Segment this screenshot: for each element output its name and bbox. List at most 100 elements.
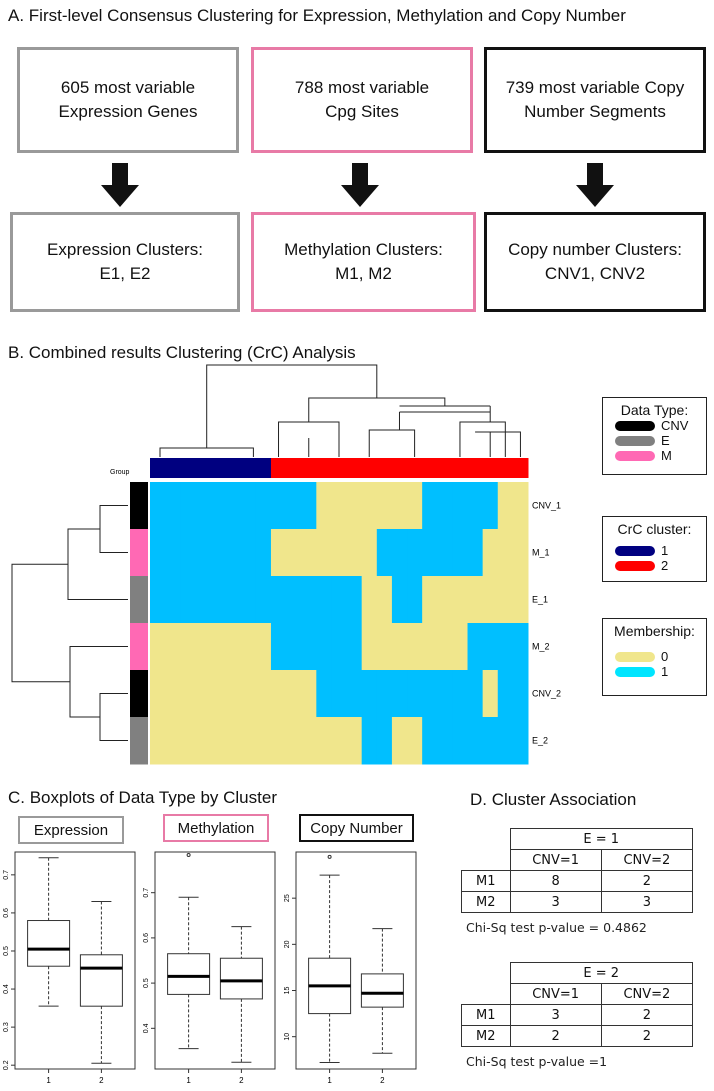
- legend-crc-cluster: CrC cluster: 1 2: [602, 516, 707, 582]
- row-label: M_1: [532, 548, 550, 558]
- group-cell: [255, 458, 272, 478]
- legend-membership-title: Membership:: [614, 623, 695, 639]
- empty-corner: [462, 829, 511, 850]
- heatmap-cell: [376, 482, 393, 530]
- group-cell: [512, 458, 529, 478]
- heatmap-cell: [437, 670, 453, 718]
- heatmap-cell: [301, 529, 317, 577]
- heatmap-cell: [180, 529, 196, 577]
- heatmap-cell: [437, 529, 453, 577]
- heatmap-cell: [150, 529, 166, 577]
- heatmap-cell: [210, 482, 227, 530]
- heatmap-cell: [210, 670, 227, 718]
- heatmap-cell: [210, 576, 227, 624]
- group-cell: [301, 458, 317, 478]
- methylation-label: Methylation: [163, 814, 269, 842]
- heatmap-cell: [150, 576, 166, 624]
- heatmap-cell: [361, 576, 378, 624]
- legend-item-label: 0: [661, 649, 669, 664]
- heatmap-cell: [346, 623, 363, 671]
- heatmap-cell: [452, 482, 469, 530]
- legend-crc-title: CrC cluster:: [617, 521, 692, 537]
- panel-b-title: B. Combined results Clustering (CrC) Ana…: [8, 343, 356, 362]
- heatmap-cell: [180, 623, 196, 671]
- copy-number-segments-box: 739 most variable Copy Number Segments: [484, 47, 706, 153]
- y-tick-label: 0.2: [3, 1060, 10, 1070]
- heatmap-cell: [512, 717, 529, 765]
- heatmap-cell: [316, 717, 332, 765]
- row-header: M1: [461, 870, 511, 892]
- group-cell: [391, 458, 408, 478]
- heatmap-cell: [407, 482, 423, 530]
- heatmap-cell: [376, 670, 393, 718]
- heatmap-cells: [150, 482, 529, 765]
- group-cell: [437, 458, 453, 478]
- expression-genes-box: 605 most variable Expression Genes: [17, 47, 239, 153]
- heatmap-cell: [361, 623, 378, 671]
- heatmap-cell: [407, 623, 423, 671]
- heatmap-cell: [210, 529, 227, 577]
- heatmap-cell: [482, 529, 499, 577]
- y-tick-label: 0.6: [3, 908, 10, 918]
- heatmap-cell: [225, 482, 242, 530]
- heatmap-cell: [361, 670, 378, 718]
- x-tick-label: 1: [46, 1076, 51, 1085]
- group-cell: [286, 458, 302, 478]
- y-tick-label: 0.4: [3, 984, 10, 994]
- heatmap-cell: [301, 482, 317, 530]
- row-dendrogram: [11, 505, 128, 741]
- heatmap-cell: [407, 529, 423, 577]
- heatmap-cell: [346, 670, 363, 718]
- legend-item-label: CNV: [661, 418, 689, 433]
- heatmap-cell: [467, 529, 484, 577]
- row-header: M2: [461, 891, 511, 913]
- heatmap-cell: [422, 529, 438, 577]
- y-tick-label: 0.5: [3, 946, 10, 956]
- heatmap-cell: [225, 529, 242, 577]
- heatmap-cell: [195, 482, 211, 530]
- heatmap-cell: [270, 482, 287, 530]
- y-tick-label: 0.6: [143, 933, 150, 943]
- legend-item-crc-1: 1: [615, 543, 706, 558]
- panel-a-title: A. First-level Consensus Clustering for …: [8, 6, 626, 25]
- heatmap-cell: [512, 670, 529, 718]
- heatmap-cell: [286, 670, 302, 718]
- legend-item-crc-2: 2: [615, 558, 706, 573]
- heatmap-cell: [301, 670, 317, 718]
- heatmap-cell: [225, 670, 242, 718]
- heatmap-cell: [150, 717, 166, 765]
- group-cell: [376, 458, 393, 478]
- heatmap-cell: [240, 576, 257, 624]
- heatmap-cell: [452, 576, 469, 624]
- heatmap-cell: [255, 670, 272, 718]
- heatmap-cell: [376, 576, 393, 624]
- down-arrow-icon: [576, 163, 614, 207]
- group-cell: [225, 458, 242, 478]
- heatmap-cell: [452, 529, 469, 577]
- heatmap-cell: [331, 529, 348, 577]
- heatmap-cell: [407, 670, 423, 718]
- heatmap-cell: [331, 717, 348, 765]
- plot-frame: [295, 851, 417, 1070]
- group-cell: [316, 458, 332, 478]
- heatmap-cell: [165, 670, 181, 718]
- heatmap-cell: [422, 482, 438, 530]
- heatmap-cell: [346, 576, 363, 624]
- legend-data-type: Data Type: CNV E M: [602, 397, 707, 475]
- box: [360, 973, 404, 1008]
- cpg-sites-box: 788 most variable Cpg Sites: [251, 47, 473, 153]
- row-type-cell: [130, 623, 148, 671]
- pvalue-e1: Chi-Sq test p-value = 0.4862: [466, 920, 647, 935]
- heatmap-cell: [255, 623, 272, 671]
- group-cell: [180, 458, 196, 478]
- y-tick-label: 10: [284, 1033, 291, 1041]
- box: [79, 954, 123, 1007]
- legend-item-label: 1: [661, 664, 669, 679]
- row-color-bar: [130, 482, 148, 765]
- legend-item-label: 1: [661, 543, 669, 558]
- table-cell: 8: [509, 870, 602, 892]
